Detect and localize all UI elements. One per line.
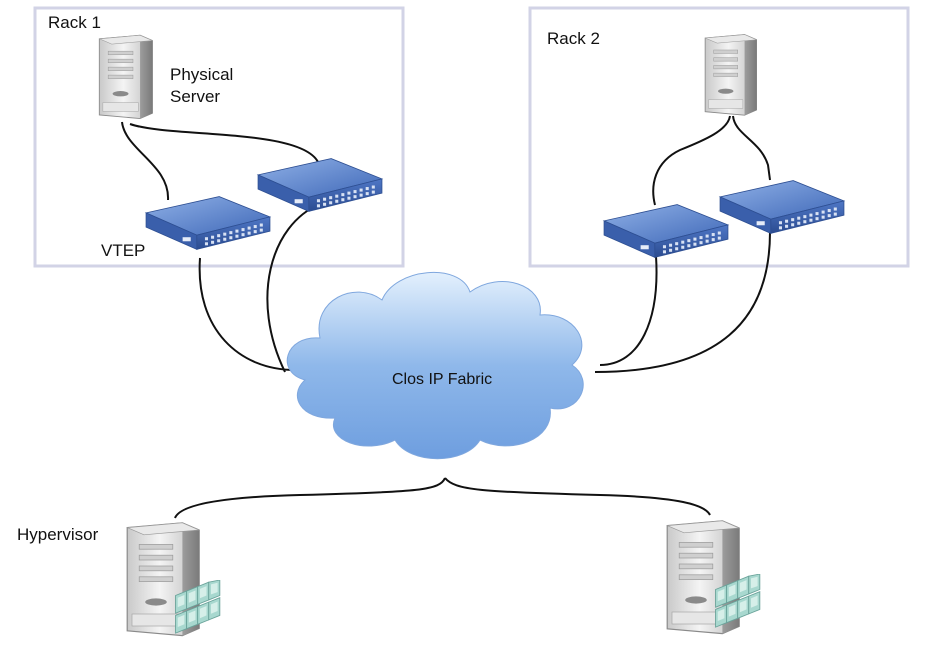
- hypervisor-label: Hypervisor: [17, 525, 99, 544]
- connection-lines: [121, 115, 771, 519]
- fabric-label: Clos IP Fabric: [392, 371, 492, 388]
- physical-server-rack2-icon: [704, 34, 758, 116]
- rack-1-label: Rack 1: [48, 13, 101, 32]
- physical-server-rack1-icon: [98, 34, 153, 119]
- physical-server-label-line1: Physical: [170, 65, 233, 84]
- vtep-label: VTEP: [101, 241, 145, 260]
- physical-server-label-line2: Server: [170, 87, 220, 106]
- rack-2-label: Rack 2: [547, 29, 600, 48]
- ip-fabric-cloud: [286, 272, 584, 460]
